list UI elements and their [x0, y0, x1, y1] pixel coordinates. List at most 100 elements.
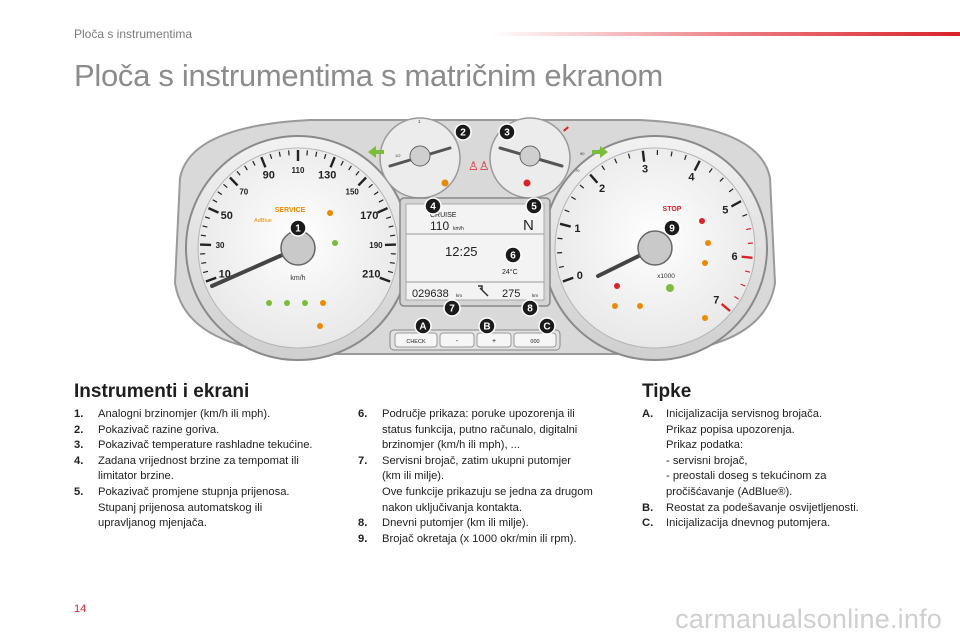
list-item: B. Reostat za podešavanje osvijetljenosti…: [642, 501, 902, 517]
svg-text:8: 8: [527, 304, 533, 315]
svg-text:5: 5: [531, 202, 537, 213]
orange-light-icon: [705, 240, 711, 246]
list-item-number: 3.: [74, 439, 84, 452]
speedo-tick: [376, 207, 389, 214]
svg-text:9: 9: [669, 224, 675, 235]
tacho-tick: [728, 188, 734, 193]
orange-light-icon: [702, 315, 708, 321]
red-light-icon: [699, 218, 705, 224]
wrench-icon: [478, 285, 489, 297]
tacho-tick: [601, 165, 606, 171]
tacho-tick: [734, 295, 739, 300]
list-item-number: 9.: [358, 532, 368, 545]
list-item-number: 7.: [358, 454, 368, 467]
trip-button-label: 000: [530, 339, 539, 345]
list-item-number: 6.: [358, 408, 368, 420]
green-light-icon: [302, 300, 308, 306]
display-time: 12:25: [445, 244, 478, 259]
list-item: 9.Brojač okretaja (x 1000 okr/min ili rp…: [358, 532, 628, 548]
list-item: 2.Pokazivač razine goriva.: [74, 423, 344, 439]
list-item: 8.Dnevni putomjer (km ili milje).: [358, 516, 628, 532]
list-item-text: Reostat za podešavanje osvijetljenosti.: [666, 501, 859, 514]
orange-light-icon: [612, 303, 618, 309]
list-item-text: Pokazivač promjene stupnja prijenosa. St…: [98, 485, 290, 530]
odometer-unit: km: [456, 293, 462, 298]
speedo-label: 130: [318, 169, 336, 181]
speedo-label: 170: [360, 210, 378, 222]
speedo-label: 50: [221, 210, 233, 222]
list-item: C.Inicijalizacija dnevnog putomjera.: [642, 516, 902, 532]
fuel-label-half: 1/2: [395, 153, 401, 158]
gear-indicator: N: [523, 217, 534, 234]
list-item: A.Inicijalizacija servisnog brojača. Pri…: [642, 407, 902, 501]
tacho-label: 0: [577, 270, 583, 282]
section-heading-instruments: Instrumenti i ekrani: [74, 381, 250, 402]
orange-light-icon: [702, 260, 708, 266]
tacho-tick: [562, 276, 574, 283]
callout-b: B: [478, 317, 496, 335]
list-item-text: Pokazivač temperature rashladne tekućine…: [98, 439, 313, 452]
tacho-label: 5: [722, 205, 728, 217]
tacho-tick: [670, 151, 673, 157]
tacho-tick: [564, 209, 570, 213]
speedo-tick: [378, 199, 384, 203]
svg-text:C: C: [543, 322, 550, 333]
tacho-tick: [730, 200, 742, 208]
tacho-tick: [684, 154, 687, 161]
list-item-text: Inicijalizacija servisnog brojača. Prika…: [666, 408, 827, 498]
speedo-label: 150: [346, 188, 360, 197]
tacho-tick: [558, 265, 564, 269]
speedo-tick: [379, 276, 391, 283]
list-item-number: 5.: [74, 485, 84, 498]
list-item-text: Područje prikaza: poruke upozorenja ili …: [382, 408, 578, 452]
speedo-label: 110: [292, 166, 305, 175]
callout-3: 3: [498, 123, 516, 141]
temp-label-90: 90: [580, 151, 585, 156]
range-value: 275: [502, 288, 520, 300]
plus-button-label: +: [492, 338, 496, 345]
callout-1: 1: [289, 219, 307, 237]
svg-text:1: 1: [295, 224, 301, 235]
odometer-value: 029638: [412, 288, 449, 300]
green-light-icon: [332, 240, 338, 246]
speedo-tick: [340, 160, 344, 166]
speedo-tick: [229, 176, 239, 187]
tacho-tick: [742, 213, 748, 217]
callout-6: 6: [504, 246, 522, 264]
speedo-tick: [252, 160, 256, 166]
speedo-tick: [386, 216, 392, 220]
cruise-speed: 110: [430, 219, 449, 233]
list-item-number: B.: [642, 501, 654, 514]
seatbelt-icon: ♙♙: [468, 159, 490, 173]
tacho-tick: [614, 158, 618, 164]
speedo-tick: [200, 234, 206, 237]
tacho-tick: [693, 160, 701, 172]
speedo-tick: [204, 216, 210, 220]
callout-9: 9: [663, 219, 681, 237]
list-item-number: 2.: [74, 423, 84, 436]
speedo-tick: [269, 153, 273, 160]
cruise-unit: km/h: [453, 226, 464, 232]
tacho-label: 7: [713, 294, 719, 306]
callout-4: 4: [424, 197, 442, 215]
fuel-gauge-hub: [409, 145, 431, 167]
tacho-label: 2: [599, 183, 605, 195]
list-item-number: 4.: [74, 454, 84, 467]
tacho-tick: [708, 168, 713, 173]
header-title: Ploča s instrumentima: [74, 27, 193, 41]
speedo-tick: [207, 207, 220, 214]
callout-a: A: [414, 317, 432, 335]
list-item-number: C.: [642, 517, 654, 530]
svg-text:4: 4: [430, 202, 436, 213]
temp-label-70: 70: [575, 168, 580, 173]
speedometer-ticks: [200, 150, 396, 283]
tacho-tick: [579, 184, 585, 189]
tacho-label: 6: [732, 251, 738, 263]
speedo-tick: [373, 191, 379, 196]
speedo-tick: [202, 225, 208, 228]
stop-label: STOP: [663, 206, 682, 213]
right-turn-arrow-icon: [592, 146, 608, 158]
tacho-label: 4: [688, 172, 695, 184]
